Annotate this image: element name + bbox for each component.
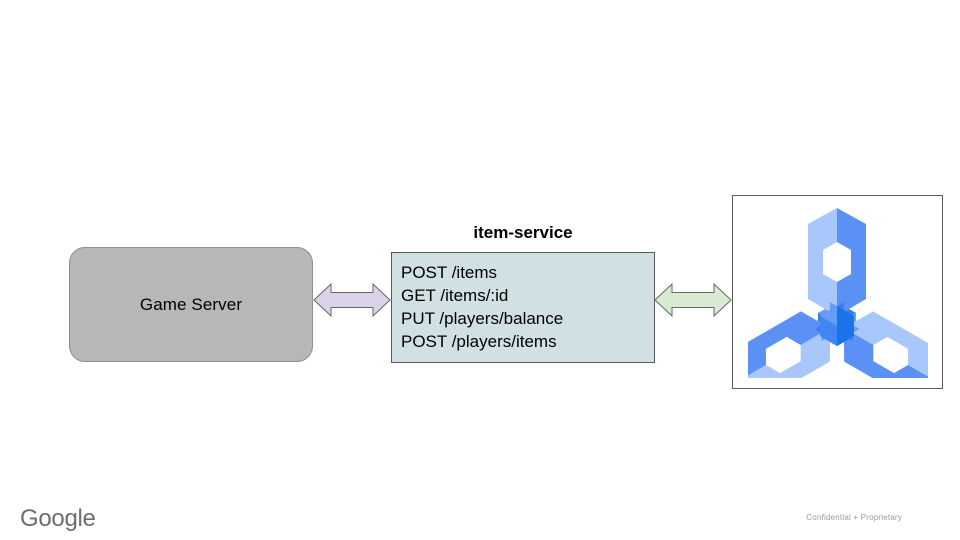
double-headed-arrow-icon xyxy=(313,282,391,318)
connector-game-server-to-item-service[interactable] xyxy=(313,282,391,318)
isometric-three-pronged-wrench-logo-icon xyxy=(747,208,928,378)
node-item-service-title: item-service xyxy=(473,223,573,242)
node-game-server-label: Game Server xyxy=(139,294,243,314)
endpoint-item-0: POST /items xyxy=(401,263,498,282)
logo-panel xyxy=(732,195,943,389)
connector-item-service-to-logo[interactable] xyxy=(654,282,732,318)
double-headed-arrow-icon xyxy=(654,282,732,318)
google-wordmark: Google xyxy=(20,505,96,532)
endpoint-item-2: PUT /players/balance xyxy=(401,309,564,328)
node-game-server[interactable]: Game Server xyxy=(69,247,313,362)
endpoint-item-3: POST /players/items xyxy=(401,332,557,351)
confidential-proprietary-note: Confidential + Proprietary xyxy=(806,513,902,522)
endpoint-item-1: GET /items/:id xyxy=(401,286,509,305)
node-item-service[interactable]: POST /items GET /items/:id PUT /players/… xyxy=(391,252,655,363)
